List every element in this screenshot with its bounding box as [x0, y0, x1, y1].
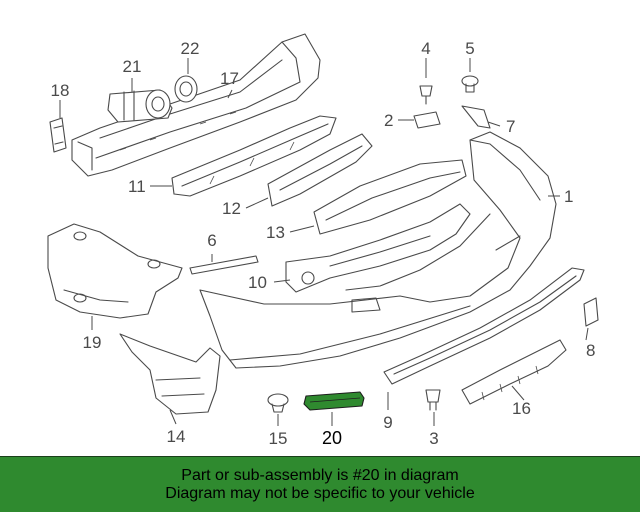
banner-line-1: Part or sub-assembly is #20 in diagram	[181, 466, 459, 484]
callout-8: 8	[586, 341, 595, 360]
part-9-valance[interactable]	[383, 267, 585, 385]
callout-7: 7	[506, 117, 515, 136]
callout-15: 15	[269, 429, 288, 448]
part-19-side-bracket[interactable]	[47, 223, 183, 319]
part-10-center-bracket[interactable]	[285, 203, 471, 293]
callout-1: 1	[564, 187, 573, 206]
callout-9: 9	[383, 413, 392, 432]
callout-19: 19	[83, 333, 102, 352]
leader-lines	[59, 58, 589, 426]
part-6-trim-strip[interactable]	[189, 255, 259, 275]
callout-22: 22	[181, 39, 200, 58]
part-15-clip[interactable]	[267, 393, 289, 413]
part-16-bracket[interactable]	[461, 339, 567, 405]
part-12-absorber[interactable]	[267, 133, 373, 207]
info-banner: Part or sub-assembly is #20 in diagram D…	[0, 456, 640, 512]
part-18-plate[interactable]	[49, 117, 67, 153]
callout-3: 3	[429, 429, 438, 448]
callout-14: 14	[167, 427, 186, 446]
part-8-pad[interactable]	[583, 297, 599, 327]
callout-20: 20	[322, 428, 342, 448]
callout-16: 16	[512, 399, 531, 418]
callout-12: 12	[222, 199, 241, 218]
callout-5: 5	[465, 39, 474, 58]
part-20-highlighted[interactable]	[303, 391, 365, 411]
callout-10: 10	[248, 273, 267, 292]
part-21-sleeve[interactable]	[107, 89, 173, 123]
part-7-bracket[interactable]	[461, 105, 491, 129]
parts-diagram: 1 2 3 4 5 6 7 8 9 10 11 12 13 14 15 16 1…	[47, 33, 599, 448]
part-5-screw[interactable]	[461, 75, 479, 93]
callout-21: 21	[123, 57, 142, 76]
callout-2: 2	[384, 111, 393, 130]
callout-13: 13	[266, 223, 285, 242]
part-3-clip[interactable]	[425, 389, 441, 411]
callout-4: 4	[421, 39, 430, 58]
part-2-clip[interactable]	[413, 111, 441, 129]
banner-line-2: Diagram may not be specific to your vehi…	[165, 484, 475, 502]
callout-18: 18	[51, 81, 70, 100]
callout-11: 11	[128, 177, 146, 196]
part-4-clip[interactable]	[419, 85, 433, 105]
callout-17: 17	[220, 69, 239, 88]
part-14-bracket[interactable]	[119, 333, 221, 415]
part-22-ring[interactable]	[174, 75, 198, 103]
callout-6: 6	[207, 231, 216, 250]
callout-labels: 1 2 3 4 5 6 7 8 9 10 11 12 13 14 15 16 1…	[51, 39, 596, 448]
part-1-bumper-cover[interactable]	[199, 131, 557, 369]
part-13-absorber[interactable]	[313, 159, 467, 235]
part-11-bracket[interactable]	[171, 115, 337, 197]
